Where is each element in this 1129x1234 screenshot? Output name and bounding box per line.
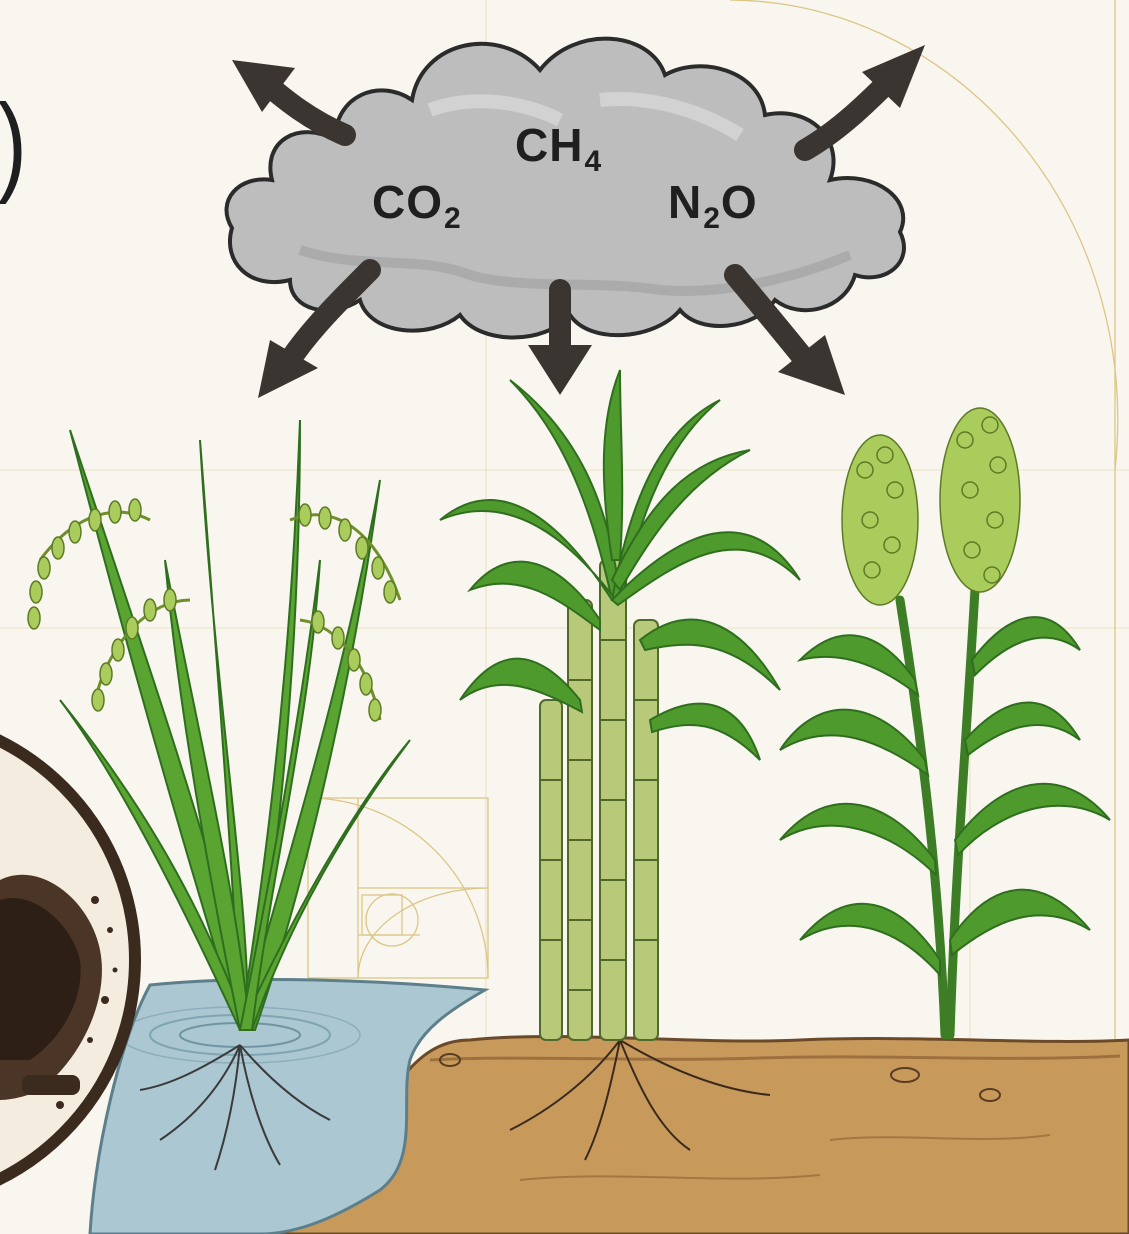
n2o-subscript: 2	[703, 202, 721, 235]
sorghum-plant-icon	[780, 408, 1110, 1035]
n2o-label: N2O	[668, 175, 758, 236]
ch4-base: CH	[515, 119, 583, 171]
co2-base: CO	[372, 176, 443, 228]
arrow-icon	[232, 60, 345, 135]
edge-text: )	[0, 80, 27, 207]
n2o-tail: O	[721, 176, 758, 228]
ch4-label: CH4	[515, 118, 602, 179]
co2-subscript: 2	[444, 202, 462, 235]
n2o-base: N	[668, 176, 702, 228]
co2-label: CO2	[372, 175, 462, 236]
ch4-subscript: 4	[584, 145, 602, 178]
arrow-icon	[805, 45, 925, 150]
